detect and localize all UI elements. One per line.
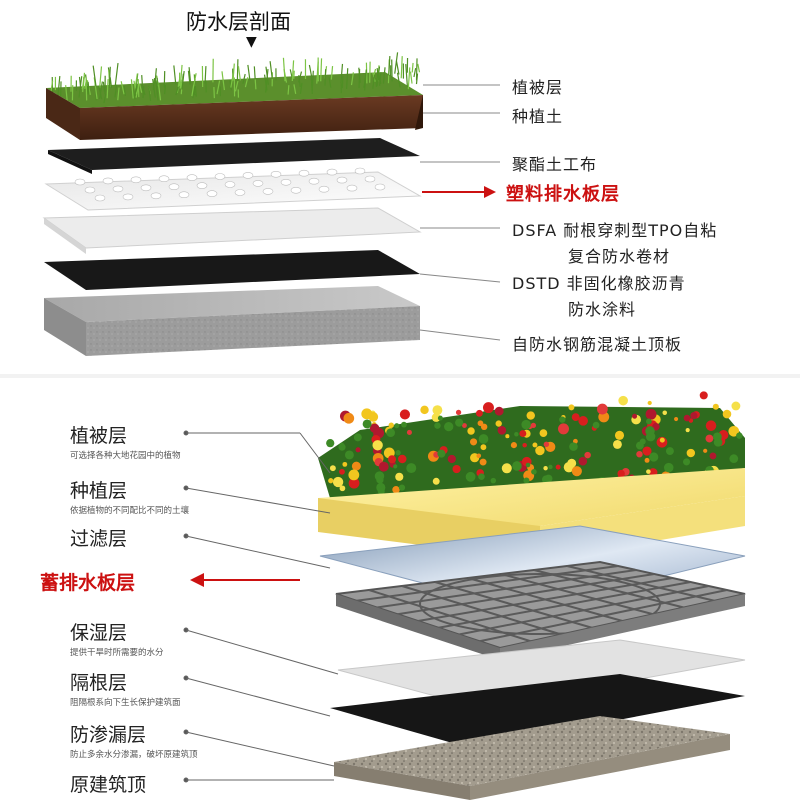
bottom-moisture-layer <box>337 639 746 709</box>
top-leader-lines <box>419 84 501 341</box>
top-section-diagram: 防水层剖面 ▼ 植被层 种植土 聚酯土工布 塑料排水板层 DSFA 耐根穿刺型T… <box>0 0 800 378</box>
bottom-highlight-arrow <box>190 573 300 587</box>
top-label-coating-line2: 防水涂料 <box>568 300 637 319</box>
bottom-layers-illustration <box>183 391 746 800</box>
bottom-desc-anti-leak: 防止多余水分渗漏，破坏原建筑顶 <box>70 750 198 760</box>
bottom-label-moisture: 保湿层 <box>70 622 128 644</box>
bottom-label-planting: 种植层 <box>70 480 128 502</box>
top-section-title: 防水层剖面 <box>186 10 291 34</box>
bottom-desc-planting: 依据植物的不同配比不同的土壤 <box>70 506 190 516</box>
top-label-coating-line1: DSTD 非固化橡胶沥青 <box>512 274 686 293</box>
top-tpo-membrane-layer <box>42 207 422 249</box>
top-concrete-slab <box>44 286 420 356</box>
top-label-tpo-line1: DSFA 耐根穿刺型TPO自粘 <box>512 221 718 240</box>
top-drainage-board-layer <box>44 167 422 211</box>
bottom-section-diagram: 植被层 可选择各种大地花园中的植物 种植层 依据植物的不同配比不同的土壤 过滤层… <box>0 378 800 800</box>
bottom-label-drainage-board: 蓄排水板层 <box>40 572 136 594</box>
top-label-concrete-slab: 自防水钢筋混凝土顶板 <box>512 335 683 354</box>
bottom-roof-base <box>334 716 730 800</box>
bottom-label-vegetation: 植被层 <box>70 425 128 447</box>
bottom-label-filter: 过滤层 <box>70 528 128 550</box>
bottom-flower-layer <box>318 391 745 498</box>
bottom-desc-root-barrier: 阻隔根系向下生长保护建筑面 <box>70 698 181 708</box>
top-grass-layer <box>46 52 423 140</box>
top-label-vegetation: 植被层 <box>512 78 564 97</box>
top-label-geotextile: 聚酯土工布 <box>512 155 598 174</box>
bottom-root-barrier-layer <box>330 674 745 748</box>
top-label-planting-soil: 种植土 <box>512 107 564 126</box>
bottom-label-anti-leak: 防渗漏层 <box>70 724 147 746</box>
bottom-label-root-barrier: 隔根层 <box>70 672 128 694</box>
top-layers-illustration <box>42 52 501 356</box>
title-down-arrow-icon: ▼ <box>246 34 257 50</box>
top-coating-layer <box>44 250 420 290</box>
bottom-desc-moisture: 提供干旱时所需要的水分 <box>70 648 164 658</box>
bottom-drainage-grid <box>335 560 746 660</box>
top-label-drainage-board: 塑料排水板层 <box>506 184 620 205</box>
top-geotextile-layer <box>48 138 420 170</box>
bottom-desc-vegetation: 可选择各种大地花园中的植物 <box>70 451 181 461</box>
top-label-tpo-line2: 复合防水卷材 <box>568 247 671 266</box>
bottom-label-original-roof: 原建筑顶 <box>70 774 147 796</box>
top-highlight-arrow <box>422 186 496 198</box>
bottom-leader-lines <box>183 430 339 783</box>
